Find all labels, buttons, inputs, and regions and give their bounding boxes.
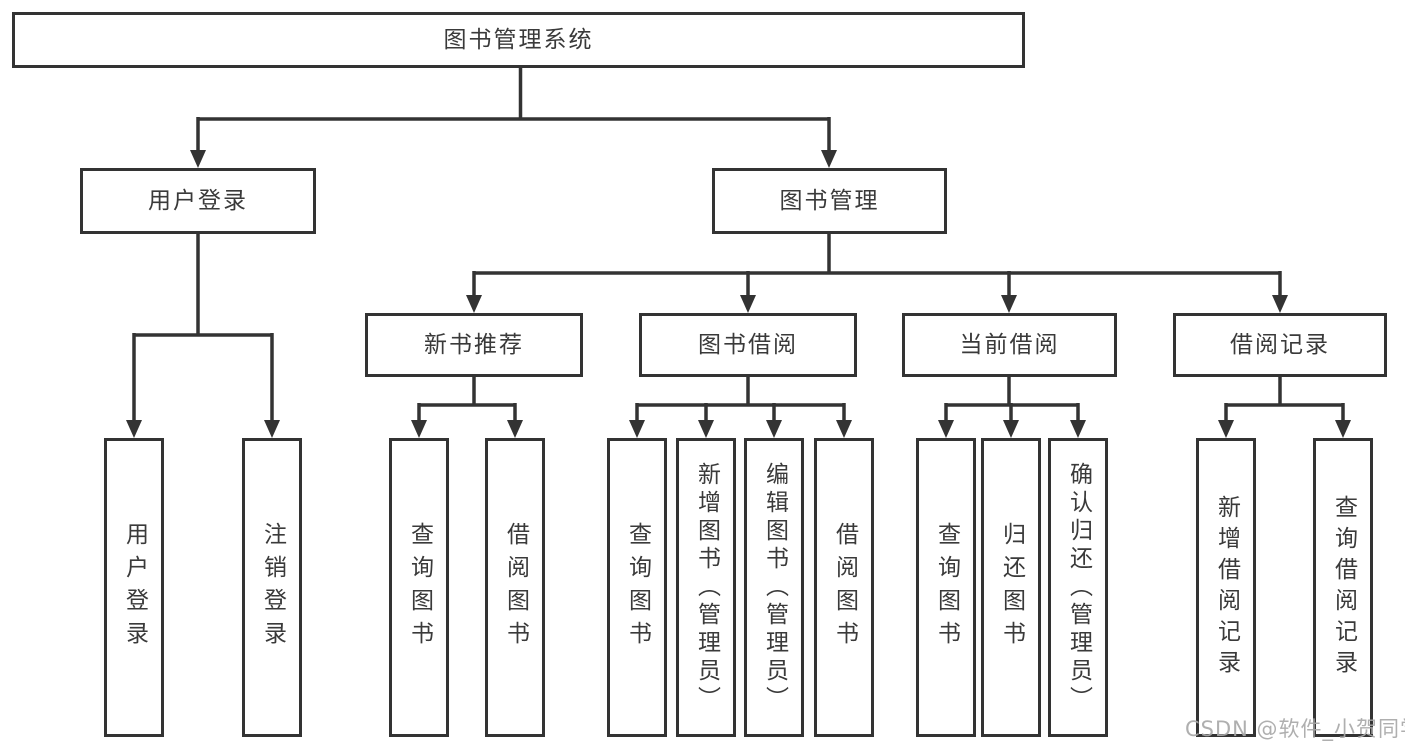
- watermark: CSDN @软件_小贺同学: [1185, 717, 1405, 741]
- node-leaf-add-borrow-record: 新增借阅记录: [1196, 438, 1256, 737]
- node-leaf-add-book-admin: 新增图书（管理员）: [676, 438, 736, 737]
- node-leaf-query-book-1: 查询图书: [389, 438, 449, 737]
- tree-edges: [132, 68, 1345, 423]
- node-book-management: 图书管理: [712, 168, 947, 234]
- node-leaf-confirm-return-admin: 确认归还（管理员）: [1048, 438, 1108, 737]
- node-leaf-query-book-2: 查询图书: [607, 438, 667, 737]
- node-leaf-query-borrow-record: 查询借阅记录: [1313, 438, 1373, 737]
- node-new-book-recommend: 新书推荐: [365, 313, 583, 377]
- node-leaf-query-book-3: 查询图书: [916, 438, 976, 737]
- node-leaf-return-book: 归还图书: [981, 438, 1041, 737]
- node-leaf-user-login: 用户登录: [104, 438, 164, 737]
- node-user-login: 用户登录: [80, 168, 316, 234]
- node-current-borrowing: 当前借阅: [902, 313, 1117, 377]
- node-library-system: 图书管理系统: [12, 12, 1025, 68]
- node-book-borrowing: 图书借阅: [639, 313, 857, 377]
- node-leaf-logout: 注销登录: [242, 438, 302, 737]
- node-leaf-edit-book-admin: 编辑图书（管理员）: [744, 438, 804, 737]
- node-borrow-records: 借阅记录: [1173, 313, 1387, 377]
- node-leaf-borrow-book-2: 借阅图书: [814, 438, 874, 737]
- node-leaf-borrow-book-1: 借阅图书: [485, 438, 545, 737]
